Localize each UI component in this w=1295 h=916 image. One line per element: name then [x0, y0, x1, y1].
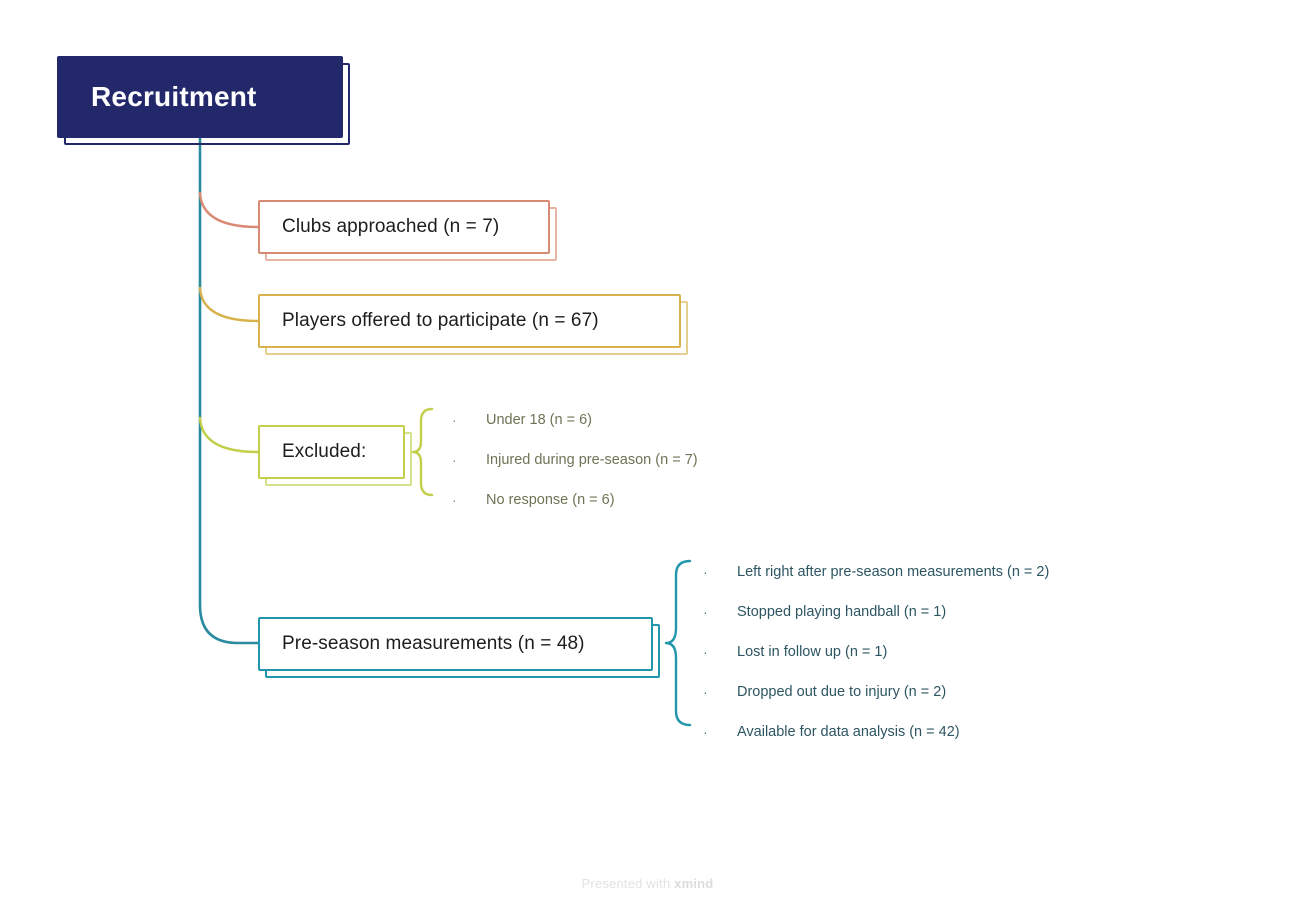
- list-item-label: No response (n = 6): [486, 492, 615, 508]
- node-pre-season-measurements[interactable]: Pre-season measurements (n = 48): [258, 617, 660, 678]
- node-players-offered[interactable]: Players offered to participate (n = 67): [258, 294, 688, 355]
- brace-preseason: [664, 559, 692, 727]
- node-players-label: Players offered to participate (n = 67): [282, 310, 599, 331]
- list-item[interactable]: · No response (n = 6): [452, 480, 698, 520]
- footer-prefix: Presented with: [581, 876, 675, 891]
- list-item[interactable]: · Dropped out due to injury (n = 2): [703, 672, 1049, 712]
- node-excluded-label: Excluded:: [282, 441, 367, 462]
- list-item-label: Left right after pre-season measurements…: [737, 564, 1050, 580]
- root-node-label: Recruitment: [91, 81, 257, 112]
- node-excluded-body: Excluded:: [258, 425, 405, 479]
- brace-excluded: [411, 407, 434, 497]
- bullet-icon: ·: [452, 412, 457, 428]
- bullet-icon: ·: [703, 684, 708, 700]
- bullet-icon: ·: [703, 564, 708, 580]
- list-item-label: Injured during pre-season (n = 7): [486, 452, 698, 468]
- node-preseason-body: Pre-season measurements (n = 48): [258, 617, 653, 671]
- footer-brand: xmind: [674, 876, 714, 891]
- excluded-sub-item-list: · Under 18 (n = 6) · Injured during pre-…: [452, 400, 698, 520]
- bullet-icon: ·: [703, 604, 708, 620]
- list-item-label: Lost in follow up (n = 1): [737, 644, 888, 660]
- bullet-icon: ·: [703, 724, 708, 740]
- root-node-recruitment[interactable]: Recruitment: [57, 56, 350, 145]
- branch-line-players: [198, 286, 260, 323]
- list-item[interactable]: · Available for data analysis (n = 42): [703, 712, 1049, 752]
- list-item-label: Available for data analysis (n = 42): [737, 724, 960, 740]
- branch-line-excluded: [198, 416, 260, 454]
- trunk-line: [198, 136, 260, 645]
- node-clubs-body: Clubs approached (n = 7): [258, 200, 550, 254]
- node-clubs-approached[interactable]: Clubs approached (n = 7): [258, 200, 557, 261]
- preseason-sub-item-list: · Left right after pre-season measuremen…: [703, 552, 1049, 752]
- list-item-label: Dropped out due to injury (n = 2): [737, 684, 947, 700]
- branch-line-clubs: [198, 191, 260, 229]
- bullet-icon: ·: [703, 644, 708, 660]
- root-node-body: Recruitment: [57, 56, 343, 138]
- list-item-label: Under 18 (n = 6): [486, 412, 592, 428]
- list-item-label: Stopped playing handball (n = 1): [737, 604, 947, 620]
- node-excluded[interactable]: Excluded:: [258, 425, 412, 486]
- list-item[interactable]: · Under 18 (n = 6): [452, 400, 698, 440]
- list-item[interactable]: · Injured during pre-season (n = 7): [452, 440, 698, 480]
- node-preseason-label: Pre-season measurements (n = 48): [282, 633, 585, 654]
- list-item[interactable]: · Stopped playing handball (n = 1): [703, 592, 1049, 632]
- node-players-body: Players offered to participate (n = 67): [258, 294, 681, 348]
- bullet-icon: ·: [452, 452, 457, 468]
- footer-attribution: Presented with xmind: [0, 876, 1295, 891]
- list-item[interactable]: · Lost in follow up (n = 1): [703, 632, 1049, 672]
- list-item[interactable]: · Left right after pre-season measuremen…: [703, 552, 1049, 592]
- node-clubs-label: Clubs approached (n = 7): [282, 216, 500, 237]
- bullet-icon: ·: [452, 492, 457, 508]
